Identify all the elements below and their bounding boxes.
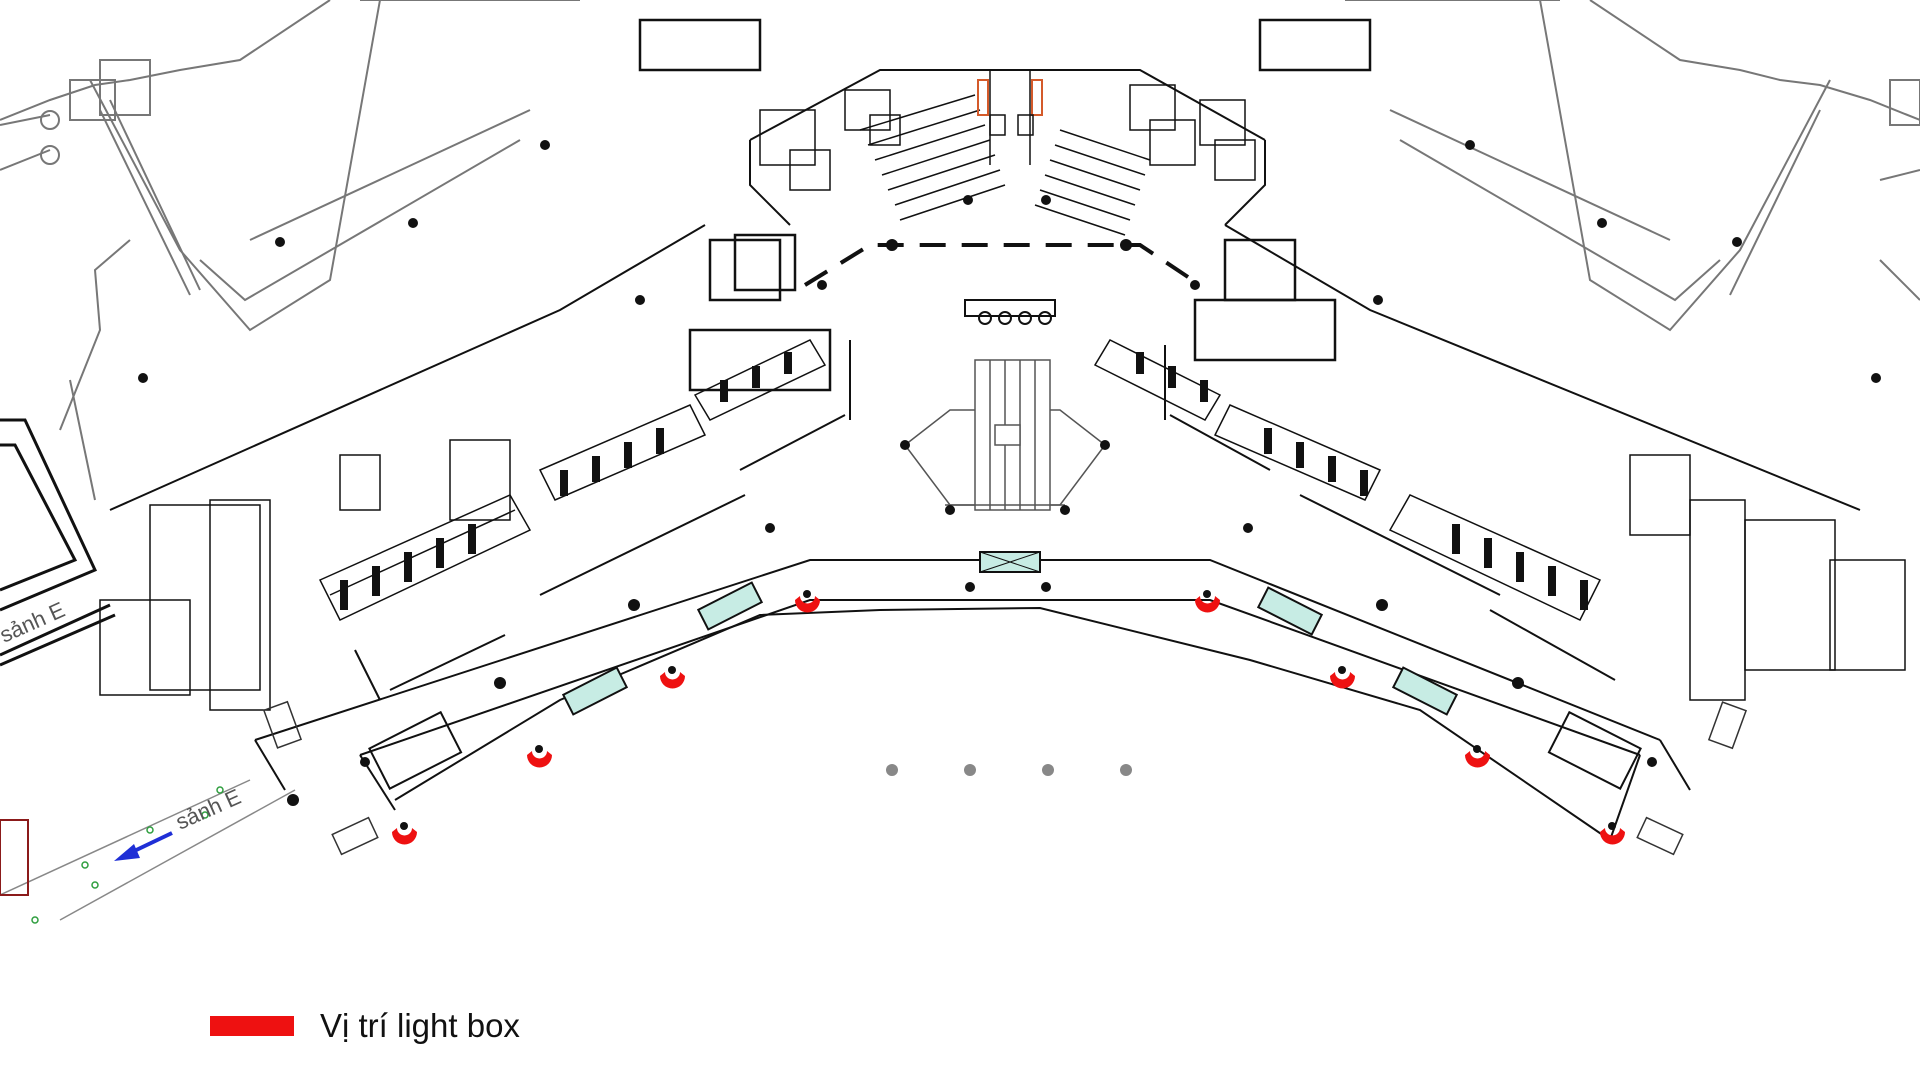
legend-label: Vị trí light box <box>320 1007 520 1044</box>
hall-label-bottom: sảnh E <box>172 784 245 835</box>
checkin-desks-right <box>1136 352 1588 610</box>
upper-stairs-left <box>759 89 1006 221</box>
upper-door-frames <box>989 70 1034 165</box>
left-stair-detail <box>0 59 151 501</box>
outer-wall-gray <box>0 0 1920 431</box>
columns-gray <box>886 764 1132 776</box>
left-hall-block <box>0 418 116 896</box>
checkin-islands-left <box>99 339 827 711</box>
lightbox-marker-icon <box>392 596 1625 845</box>
inner-wall-black <box>109 69 1861 701</box>
arrow-left-down-icon <box>114 831 173 861</box>
stair-core-top-right <box>1193 18 1372 362</box>
stair-hatch <box>262 700 1748 856</box>
glass-kiosk-cross <box>979 551 1041 573</box>
central-escalator <box>904 359 1106 511</box>
curb-lines <box>0 779 296 921</box>
checkin-islands-right <box>1093 339 1906 701</box>
right-stair-detail <box>1879 79 1920 181</box>
legend-swatch <box>210 1016 294 1036</box>
legend: Vị trí light box <box>210 1004 520 1048</box>
stair-core-top-left <box>638 18 832 392</box>
upper-doors <box>977 79 1043 116</box>
lightbox-dots <box>400 590 1616 830</box>
entrance-blocks <box>368 710 1642 790</box>
checkin-desks-left <box>340 352 792 610</box>
glass-kiosks <box>561 551 1459 716</box>
upper-stairs-right <box>1034 84 1256 236</box>
planters <box>31 786 224 924</box>
elevator-bank <box>964 299 1056 325</box>
facade <box>254 559 1691 841</box>
columns-black <box>138 140 1881 806</box>
